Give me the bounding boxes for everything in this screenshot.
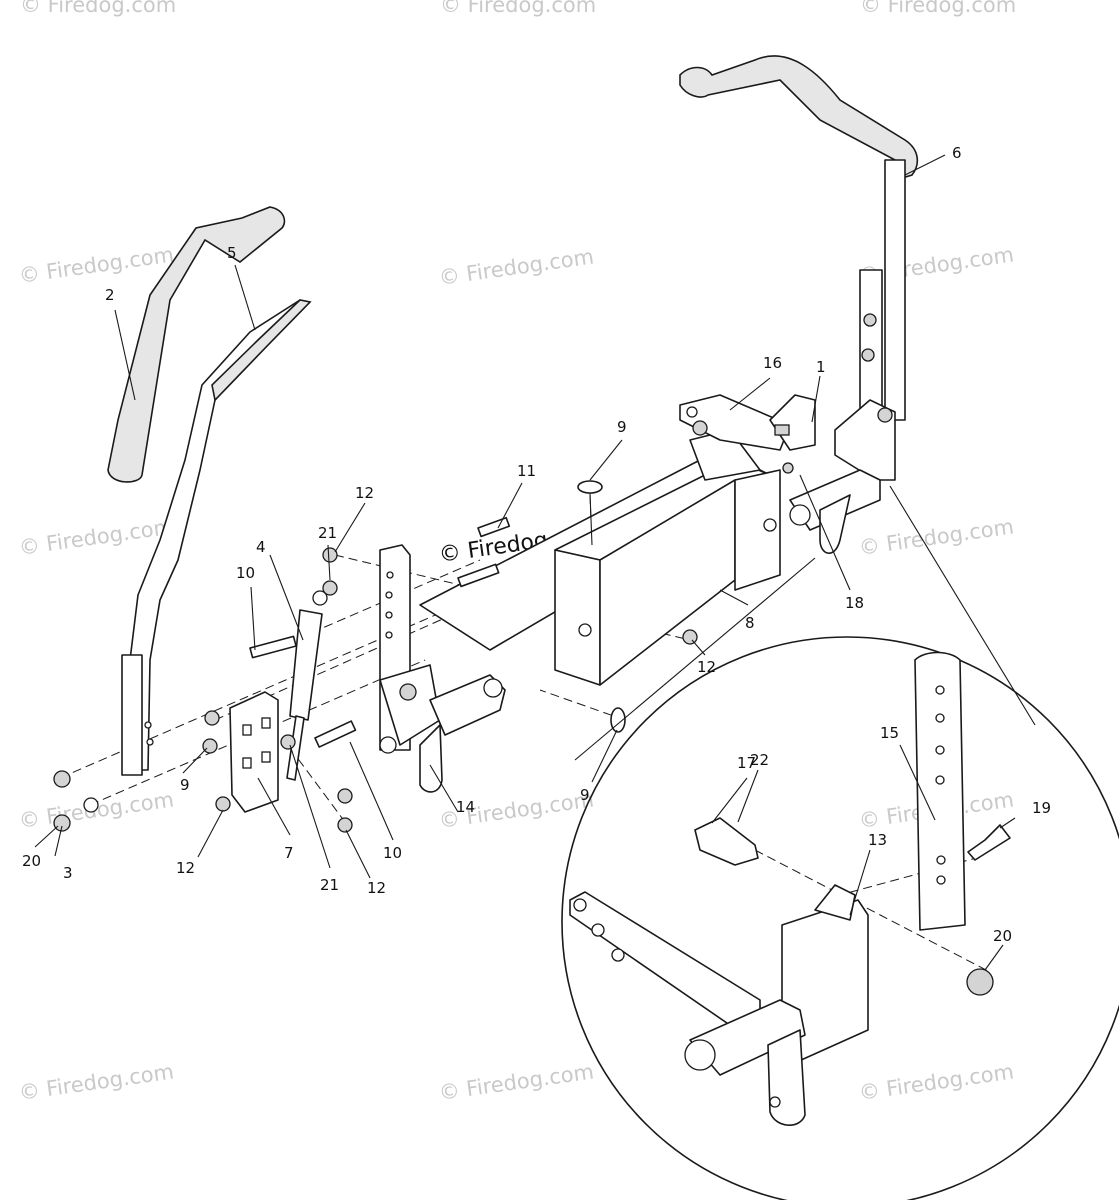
callout-9-bolt-top: 9 <box>617 418 627 436</box>
callout-12-left: 12 <box>176 859 195 877</box>
right-pivot-tube <box>789 469 881 554</box>
callout-10-lower: 10 <box>383 844 402 862</box>
detail-inset <box>561 485 1119 1200</box>
callout-12-frame: 12 <box>697 658 716 676</box>
callout-1: 1 <box>816 358 826 376</box>
callout-21-lower: 21 <box>320 876 339 894</box>
callout-16: 16 <box>763 354 782 372</box>
left-grip <box>107 206 286 483</box>
right-pivot-bracket <box>679 394 816 474</box>
callout-20-inset: 20 <box>993 927 1012 945</box>
watermark: © Firedog.com <box>17 1059 175 1105</box>
callout-15: 15 <box>880 724 899 742</box>
callout-9-bolt-bottom: 9 <box>580 786 590 804</box>
watermark: © Firedog.com <box>17 514 175 560</box>
callout-5: 5 <box>227 244 237 262</box>
callout-4: 4 <box>256 538 266 556</box>
callout-3: 3 <box>63 864 73 882</box>
watermark: © Firedog.com <box>17 242 175 288</box>
callout-17: 17 <box>737 754 756 772</box>
callout-22: 22 <box>750 751 769 769</box>
callout-14: 14 <box>456 798 475 816</box>
gas-spring <box>280 590 328 781</box>
left-control-arm <box>121 299 312 776</box>
main-frame <box>419 429 781 686</box>
watermark: © Firedog.com <box>440 0 596 17</box>
watermark: © Firedog.com <box>437 1059 595 1105</box>
callout-6: 6 <box>952 144 962 162</box>
watermark: © Firedog.com <box>437 244 595 290</box>
mount-bracket <box>229 691 279 813</box>
leader-lines <box>34 154 1016 971</box>
watermark: © Firedog.com <box>857 1059 1015 1105</box>
callout-19: 19 <box>1032 799 1051 817</box>
watermark: © Firedog.com <box>857 514 1015 560</box>
callout-12-right: 12 <box>367 879 386 897</box>
left-pivot-arm <box>379 544 506 793</box>
callout-21-upper: 21 <box>318 524 337 542</box>
callout-labels: 1 2 3 4 5 6 7 8 9 9 9 10 10 11 12 12 12 … <box>22 144 1051 945</box>
callout-18: 18 <box>845 594 864 612</box>
watermark: © Firedog.com <box>860 0 1016 17</box>
callout-10-upper: 10 <box>236 564 255 582</box>
callout-8: 8 <box>745 614 755 632</box>
callout-11: 11 <box>517 462 536 480</box>
watermark: © Firedog.com <box>20 0 176 17</box>
callout-9-bracket: 9 <box>180 776 190 794</box>
callout-13: 13 <box>868 831 887 849</box>
callout-20-left: 20 <box>22 852 41 870</box>
callout-7: 7 <box>284 844 294 862</box>
callout-2: 2 <box>105 286 115 304</box>
right-control-arm <box>679 55 919 481</box>
callout-12-top: 12 <box>355 484 374 502</box>
